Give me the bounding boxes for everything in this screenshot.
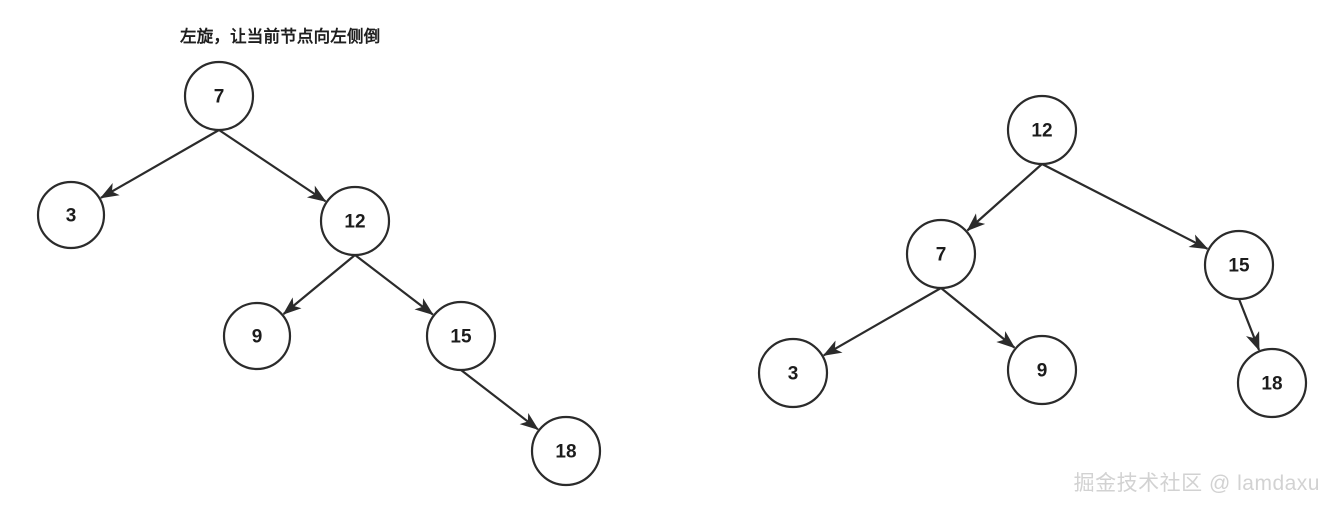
tree-node-3[interactable]: 3 <box>757 337 829 409</box>
node-circle <box>1006 94 1078 166</box>
node-label: 3 <box>788 364 799 385</box>
node-label: 3 <box>66 206 77 227</box>
node-label: 7 <box>214 87 225 108</box>
tree-node-18[interactable]: 18 <box>1236 347 1308 419</box>
tree-edge-7-to-3 <box>822 287 942 357</box>
node-label: 12 <box>344 212 365 233</box>
tree-edges-after <box>822 163 1261 357</box>
node-circle <box>1203 229 1275 301</box>
tree-node-12[interactable]: 12 <box>319 185 391 257</box>
tree-edges-before <box>99 129 539 431</box>
node-label: 18 <box>555 442 576 463</box>
node-circle <box>530 415 602 487</box>
tree-edge-15-to-18 <box>460 369 539 431</box>
tree-node-18[interactable]: 18 <box>530 415 602 487</box>
tree-node-3[interactable]: 3 <box>36 180 106 250</box>
node-circle <box>222 301 292 371</box>
node-label: 9 <box>252 327 263 348</box>
node-label: 7 <box>936 245 947 266</box>
node-circle <box>425 300 497 372</box>
node-label: 18 <box>1261 374 1282 395</box>
tree-edge-12-to-7 <box>966 163 1043 232</box>
node-circle <box>1006 334 1078 406</box>
node-label: 12 <box>1031 121 1052 142</box>
node-label: 15 <box>1228 256 1250 277</box>
node-circle <box>757 337 829 409</box>
node-label: 9 <box>1037 361 1048 382</box>
tree-node-7[interactable]: 7 <box>905 218 977 290</box>
tree-edge-12-to-15 <box>1041 163 1209 250</box>
node-circle <box>905 218 977 290</box>
tree-edge-7-to-3 <box>99 129 220 199</box>
tree-nodes-before: 7 3 12 9 15 18 <box>36 60 602 487</box>
tree-edge-12-to-9 <box>282 254 356 315</box>
page-title: 左旋，让当前节点向左侧倒 <box>180 28 381 46</box>
node-circle <box>319 185 391 257</box>
tree-nodes-after: 12 7 15 3 9 18 <box>757 94 1308 419</box>
node-circle <box>183 60 255 132</box>
watermark: 掘金技术社区 @ lamdaxu <box>1073 472 1320 495</box>
node-label: 15 <box>450 327 472 348</box>
tree-node-15[interactable]: 15 <box>425 300 497 372</box>
tree-node-12[interactable]: 12 <box>1006 94 1078 166</box>
tree-node-9[interactable]: 9 <box>222 301 292 371</box>
node-circle <box>1236 347 1308 419</box>
tree-node-7[interactable]: 7 <box>183 60 255 132</box>
node-circle <box>36 180 106 250</box>
tree-edge-15-to-18 <box>1237 298 1261 351</box>
tree-node-9[interactable]: 9 <box>1006 334 1078 406</box>
tree-node-15[interactable]: 15 <box>1203 229 1275 301</box>
tree-edge-7-to-9 <box>940 287 1016 349</box>
tree-edge-12-to-15 <box>354 254 434 316</box>
tree-edge-7-to-12 <box>218 129 327 203</box>
